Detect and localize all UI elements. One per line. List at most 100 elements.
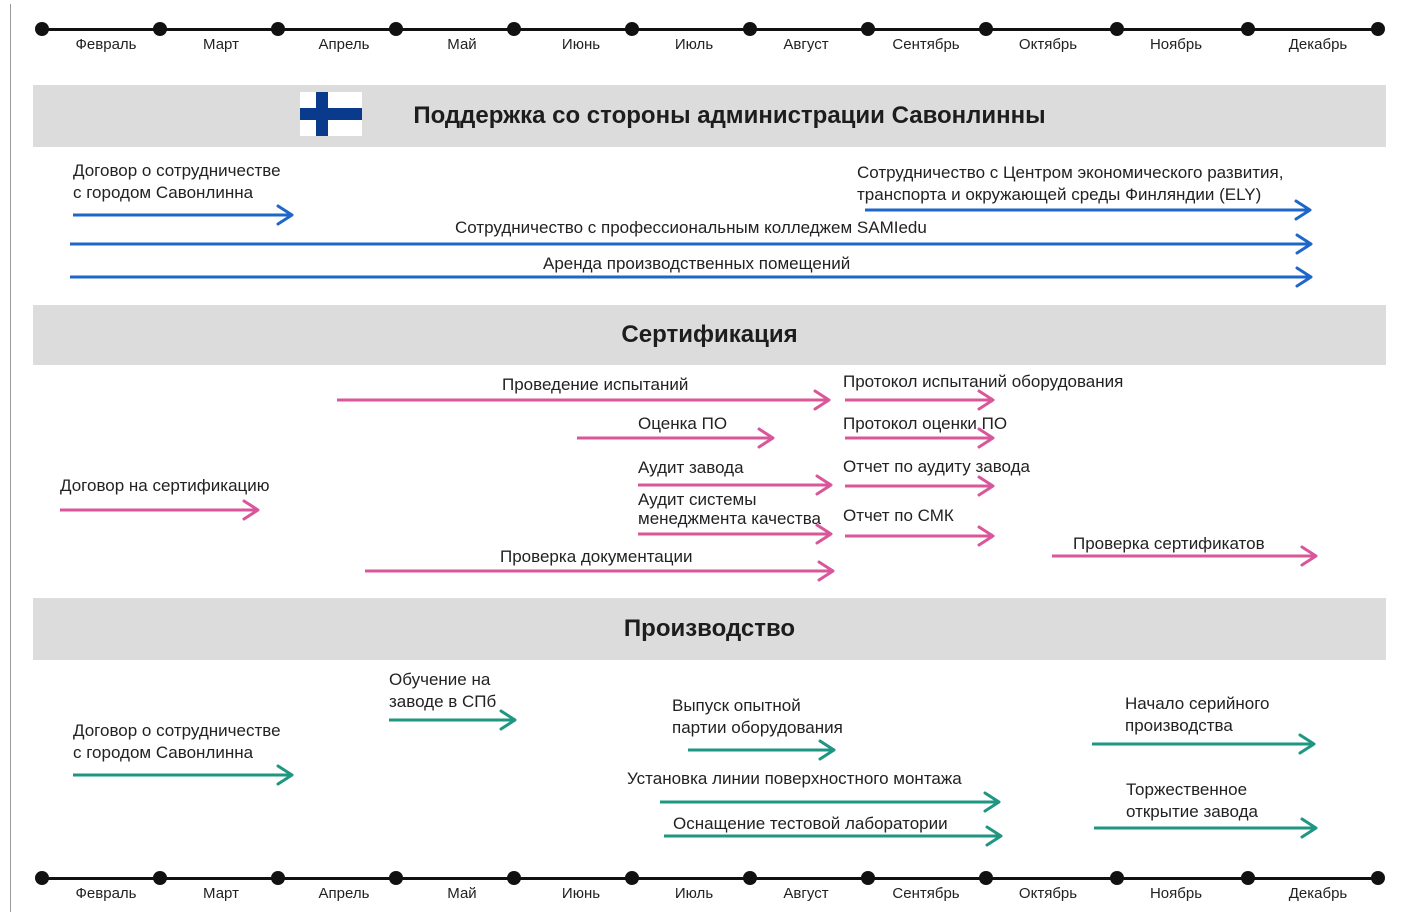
prod-city-agreement-arrow [73, 764, 294, 786]
cert-plant-audit-label: Аудит завода [638, 458, 744, 477]
cert-sw-eval-label: Оценка ПО [638, 414, 728, 433]
support-ely-arrow [865, 199, 1312, 221]
timeline-dot [1371, 871, 1385, 885]
diagram-frame [10, 4, 1407, 912]
timeline-dot [271, 22, 285, 36]
section-band-certification: Сертификация [33, 305, 1386, 365]
timeline-dot [1110, 871, 1124, 885]
cert-qms-audit-arrow [638, 523, 833, 545]
cert-qms-report-arrow [845, 525, 995, 547]
prod-pilot-label: Выпуск опытной партии оборудования [672, 695, 843, 739]
timeline-dot [861, 871, 875, 885]
timeline-dot [861, 22, 875, 36]
prod-opening-arrow [1094, 817, 1318, 839]
timeline-month-label: Май [447, 36, 477, 53]
cert-qms-audit-label: Аудит системы менеджмента качества [638, 489, 821, 530]
timeline-month-label: Апрель [318, 885, 370, 902]
cert-doc-check-label: Проверка документации [500, 547, 693, 566]
timeline-dot [507, 871, 521, 885]
cert-testing-label: Проведение испытаний [502, 375, 689, 394]
cert-check-label: Проверка сертификатов [1073, 534, 1265, 553]
timeline-month-label: Июль [674, 885, 714, 902]
section-band-production: Производство [33, 598, 1386, 660]
timeline-dot [389, 871, 403, 885]
label-line: Сотрудничество с Центром экономического … [857, 163, 1284, 182]
label-line: Договор о сотрудничестве [73, 161, 281, 180]
cert-agreement-arrow [60, 499, 260, 521]
timeline-dot [1241, 871, 1255, 885]
support-lease-arrow [70, 266, 1313, 288]
label-line: транспорта и окружающей среды Финляндии … [857, 185, 1262, 204]
timeline-month-label: Сентябрь [892, 885, 960, 902]
timeline-dot [979, 22, 993, 36]
timeline-dot [271, 871, 285, 885]
label-line: производства [1125, 716, 1233, 735]
label-line: Торжественное [1126, 780, 1248, 799]
cert-qms-report-label: Отчет по СМК [843, 506, 954, 525]
timeline-month-label: Июнь [561, 885, 601, 902]
timeline-month-label: Май [447, 885, 477, 902]
cert-test-protocol-arrow [845, 389, 995, 411]
label-line: заводе в СПб [389, 692, 497, 711]
label-line: Обучение на [389, 670, 491, 689]
timeline-month-label: Декабрь [1288, 885, 1348, 902]
cert-check-arrow [1052, 545, 1318, 567]
timeline-dot [979, 871, 993, 885]
timeline-month-label: Июль [674, 36, 714, 53]
timeline-dot [1371, 22, 1385, 36]
timeline-dot [625, 22, 639, 36]
prod-training-arrow [389, 709, 517, 731]
timeline-month-label: Март [203, 36, 239, 53]
timeline-month-label: Ноябрь [1149, 885, 1203, 902]
prod-opening-label: Торжественное открытие завода [1126, 779, 1258, 823]
prod-serial-arrow [1092, 733, 1316, 755]
prod-lab-label: Оснащение тестовой лаборатории [673, 814, 948, 833]
timeline-month-label: Декабрь [1288, 36, 1348, 53]
support-samiedu-label: Сотрудничество с профессиональным коллед… [455, 218, 927, 237]
timeline-dot [507, 22, 521, 36]
label-line: Выпуск опытной [672, 696, 801, 715]
timeline-dot [743, 871, 757, 885]
cert-test-protocol-label: Протокол испытаний оборудования [843, 372, 1124, 391]
label-line: менеджмента качества [638, 509, 821, 528]
prod-serial-label: Начало серийного производства [1125, 693, 1269, 737]
label-line: Аудит системы [638, 490, 757, 509]
cert-plant-audit-arrow [638, 474, 833, 496]
cert-agreement-label: Договор на сертификацию [60, 476, 270, 495]
timeline-dot [1110, 22, 1124, 36]
section-title: Поддержка со стороны администрации Савон… [413, 102, 1046, 129]
prod-smt-label: Установка линии поверхностного монтажа [627, 769, 962, 788]
prod-lab-arrow [664, 825, 1003, 847]
section-title: Производство [623, 615, 796, 642]
timeline-month-label: Февраль [75, 885, 137, 902]
label-line: Договор о сотрудничестве [73, 721, 281, 740]
timeline-dot [625, 871, 639, 885]
timeline-dot [1241, 22, 1255, 36]
timeline-axis [42, 877, 1382, 880]
timeline-dot [743, 22, 757, 36]
label-line: с городом Савонлинна [73, 183, 254, 202]
timeline-month-label: Ноябрь [1149, 36, 1203, 53]
support-samiedu-arrow [70, 233, 1313, 255]
cert-testing-arrow [337, 389, 831, 411]
timeline-month-label: Март [203, 885, 239, 902]
support-city-agreement-arrow [73, 204, 294, 226]
prod-training-label: Обучение на заводе в СПб [389, 669, 496, 713]
cert-sw-eval-arrow [577, 427, 775, 449]
cert-audit-report-arrow [845, 475, 995, 497]
timeline-month-label: Апрель [318, 36, 370, 53]
label-line: с городом Савонлинна [73, 743, 254, 762]
cert-doc-check-arrow [365, 560, 835, 582]
finland-flag-icon [300, 92, 362, 136]
prod-pilot-arrow [688, 739, 836, 761]
prod-city-agreement-label: Договор о сотрудничестве с городом Савон… [73, 720, 281, 764]
timeline-axis [42, 28, 1382, 31]
timeline-dot [153, 871, 167, 885]
prod-smt-arrow [660, 791, 1001, 813]
label-line: партии оборудования [672, 718, 843, 737]
timeline-dot [153, 22, 167, 36]
cert-sw-protocol-label: Протокол оценки ПО [843, 414, 1008, 433]
